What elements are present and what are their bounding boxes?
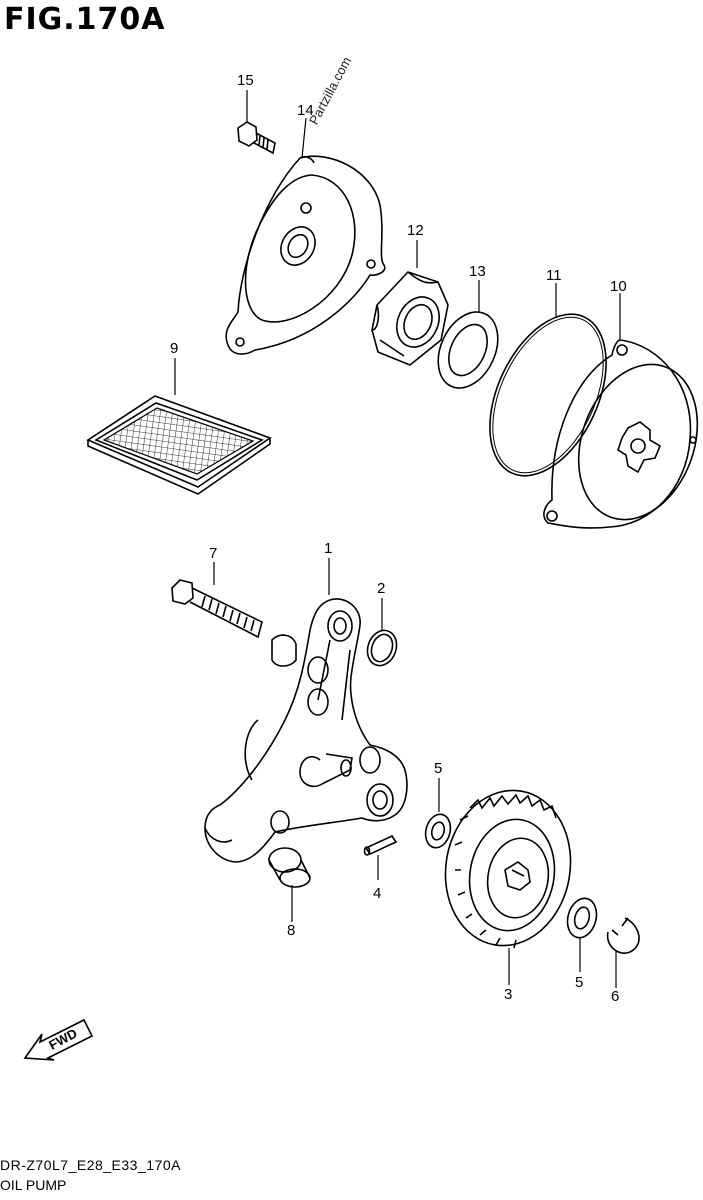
callout-12: 12 xyxy=(407,222,424,239)
callout-10: 10 xyxy=(610,278,627,295)
figure-title: FIG.170A xyxy=(4,2,166,37)
callout-6: 6 xyxy=(611,988,620,1005)
callout-2: 2 xyxy=(377,580,386,597)
fwd-label: FWD xyxy=(46,1026,79,1053)
callout-5-upper: 5 xyxy=(434,760,443,777)
leader-lines xyxy=(174,90,621,988)
pump-cover-part-14 xyxy=(225,155,386,355)
washer-part-5-upper xyxy=(424,813,452,849)
bolt-part-15 xyxy=(237,121,276,155)
figure-name: OIL PUMP xyxy=(0,1177,67,1193)
washer-part-13 xyxy=(437,311,499,389)
callout-9: 9 xyxy=(170,340,179,357)
gear-part-3 xyxy=(444,789,572,949)
callout-7: 7 xyxy=(209,545,218,562)
e-clip-part-6 xyxy=(606,917,640,954)
pump-body-part-10 xyxy=(543,339,699,529)
callout-4: 4 xyxy=(373,885,382,902)
figure-code: DR-Z70L7_E28_E33_170A xyxy=(0,1157,181,1173)
callout-11: 11 xyxy=(546,267,562,284)
washer-part-5-lower xyxy=(566,897,598,939)
callout-3: 3 xyxy=(504,986,513,1003)
long-bolt-part-7 xyxy=(171,579,263,639)
callout-8: 8 xyxy=(287,922,296,939)
o-ring-part-11 xyxy=(489,313,607,477)
o-ring-part-2 xyxy=(366,629,398,667)
forward-direction-arrow: FWD xyxy=(23,1018,94,1061)
pin-part-4 xyxy=(363,834,398,856)
oil-pump-housing-part-1 xyxy=(204,598,408,863)
callout-1: 1 xyxy=(324,540,333,557)
callout-15: 15 xyxy=(237,72,254,89)
dowel-part-8 xyxy=(268,847,311,888)
callout-13: 13 xyxy=(469,263,486,280)
callout-5-lower: 5 xyxy=(575,974,584,991)
callout-14: 14 xyxy=(297,102,314,119)
nut-part-12 xyxy=(371,271,449,366)
oil-filter-screen-part-9 xyxy=(86,395,272,495)
